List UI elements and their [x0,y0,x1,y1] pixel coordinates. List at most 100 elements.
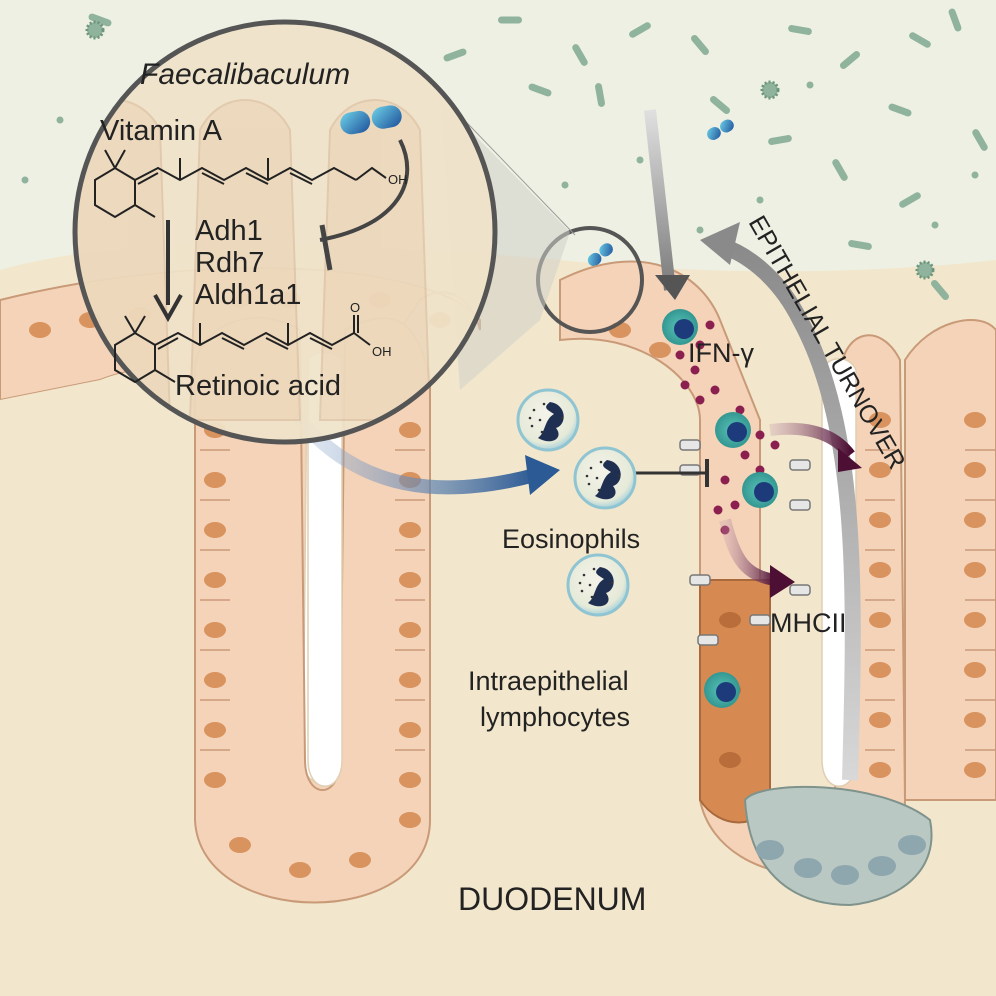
lumen-rod-bacterium [972,129,988,151]
eosinophil [566,553,630,617]
lumen-rod-bacterium [595,83,605,107]
ifn-gamma-arrow-upper [769,422,862,472]
lumen-spiky-bacterium [915,260,935,280]
ifn-gamma-dot [695,395,705,405]
bacterium-half [707,127,721,140]
epithelial-nucleus [399,572,421,588]
eosinophil-granule [617,474,621,478]
lymphocyte-nucleus [727,422,747,442]
lumen-rod-bacterium [848,240,872,250]
mhcii-receptor [697,634,719,646]
epithelial-nucleus [964,762,986,778]
bacterium-half [720,119,734,133]
ifn-gamma-dot [735,405,745,415]
eosinophil-body [516,388,580,452]
epithelial-nucleus [964,712,986,728]
epithelial-nucleus [964,612,986,628]
epithelial-nucleus [399,812,421,828]
epithelial-nucleus [869,712,891,728]
lumen-rod-bacterium [948,8,962,32]
eosinophil-granule [610,581,614,585]
lumen-coccus [696,226,704,234]
eosinophil-nucleus [538,402,564,442]
epithelial-nucleus [399,672,421,688]
lumen-rod-bacterium [709,96,731,114]
eosinophil-granule [528,416,532,420]
intraepithelial-lymphocyte [715,412,751,448]
eosinophil-granule [578,581,582,585]
eosinophil-granule [530,424,534,428]
villus-far-right [904,319,996,801]
retinoic-acid-label: Retinoic acid [175,370,341,402]
ifn-gamma-dot [713,505,723,515]
retinoic-acid-arrow [293,413,560,495]
lumen-rod-bacterium [768,135,792,145]
lumen-rod-bacterium [88,13,112,27]
lumen-rod-bacterium [909,32,931,48]
epithelial-nucleus [399,722,421,738]
retinoic-acid-o: O [350,300,360,315]
faecalibaculum-bacterium [340,105,402,135]
eosinophil-granule [592,567,596,571]
eosinophil-body [566,553,630,617]
retinoic-acid-oh: OH [372,344,392,359]
vitamin-a-label: Vitamin A [100,115,223,147]
eosinophil-inhibition [635,459,709,487]
organism-label: Faecalibaculum [140,58,350,91]
eosinophil-granule [585,474,589,478]
mhcii-receptor [789,459,811,471]
intraepithelial-lymphocyte [704,672,740,708]
ifn-gamma-dot [730,500,740,510]
lumen-coccus [971,171,979,179]
epithelial-nucleus [29,322,51,338]
villus-right-epithelium [559,260,907,876]
lumen-rod-bacterium [888,103,912,117]
epithelial-nucleus [869,462,891,478]
lumen-rod-bacterium [899,192,921,208]
mhcii-receptor [679,439,701,451]
lymphocyte-nucleus [674,319,694,339]
lumen-coccus [21,176,29,184]
lumen-coccus [636,156,644,164]
epithelial-nucleus [204,572,226,588]
mhcii-receptor [749,614,771,626]
enzyme-label-2: Rdh7 [195,247,264,279]
eosinophil-body [573,446,637,510]
eosinophil-granule [532,408,536,412]
lymphocyte-nucleus [754,482,774,502]
iel-label-line2: lymphocytes [480,702,630,732]
epithelial-nucleus [964,412,986,428]
vitamin-a-structure [94,149,387,219]
lumen-coccus [561,181,569,189]
mhcii-receptors [679,439,811,646]
lumen-spiky-bacterium [760,80,780,100]
lumen-signal-arrow [644,109,690,300]
magnified-view [72,19,498,445]
eosinophil-granule [560,416,564,420]
epithelial-nuclei [29,292,986,878]
lumen-rod-bacterium [839,51,861,69]
lumen-rod-bacterium [832,159,848,181]
eosinophil-granule [542,402,546,406]
epithelial-nucleus [289,862,311,878]
epithelial-nucleus [204,472,226,488]
epithelial-nucleus [964,562,986,578]
eosinophil-granule [582,573,586,577]
lumen-rod-bacterium [788,25,812,35]
eosinophils-label: Eosinophils [502,524,640,554]
activated-nucleus [719,752,741,768]
ifn-gamma-dot [675,350,685,360]
lumen-spiky-bacterium [85,20,105,40]
epithelial-nucleus [869,612,891,628]
ifn-gamma-dot [720,475,730,485]
eosinophil-granule [595,476,599,480]
lumen-coccus [56,116,64,124]
eosinophil-granule [589,466,593,470]
epithelial-nucleus [869,662,891,678]
epithelial-nucleus [399,522,421,538]
lumen-coccus [756,196,764,204]
ifn-gamma-label: IFN-γ [688,338,754,368]
ifn-gamma-dot [680,380,690,390]
bacterium-half [599,243,613,257]
epithelial-nucleus [869,562,891,578]
